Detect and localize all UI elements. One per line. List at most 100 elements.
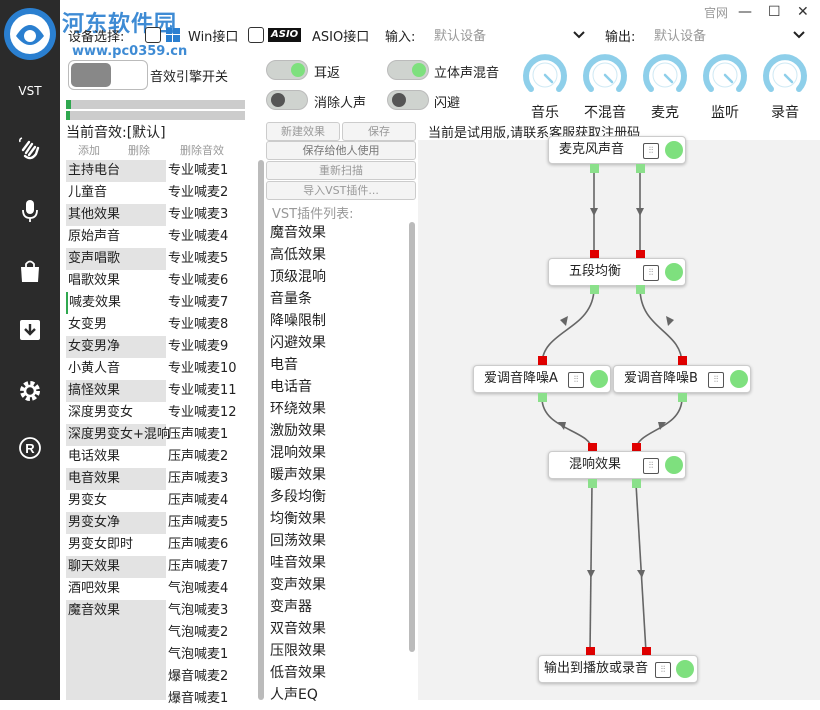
- sidebar-item-register[interactable]: R: [0, 436, 60, 464]
- effect-preset-item[interactable]: 其他效果: [66, 204, 166, 226]
- vst-plugin-item[interactable]: 均衡效果: [270, 511, 326, 527]
- vst-plugin-item[interactable]: 顶级混响: [270, 269, 326, 285]
- node-eq5-led[interactable]: [665, 263, 683, 281]
- node-reverb-out-port-2[interactable]: [632, 479, 641, 488]
- vst-plugin-item[interactable]: 低音效果: [270, 665, 326, 681]
- vst-plugin-item[interactable]: 哇音效果: [270, 555, 326, 571]
- vst-plugin-item[interactable]: 变声效果: [270, 577, 326, 593]
- volume-knob-2[interactable]: [642, 52, 688, 98]
- effect-preset-item[interactable]: 气泡喊麦3: [168, 603, 229, 618]
- effect-preset-item[interactable]: 深度男变女+混响: [66, 424, 170, 446]
- node-mic[interactable]: 麦克风声音 ⫶⫶: [548, 136, 686, 164]
- asio-interface-checkbox[interactable]: [248, 27, 264, 43]
- effect-preset-item[interactable]: 原始声音: [68, 229, 121, 244]
- vst-plugin-item[interactable]: 混响效果: [270, 445, 326, 461]
- effect-preset-item[interactable]: 压声喊麦5: [168, 515, 229, 530]
- node-eq5-out-port-1[interactable]: [590, 285, 599, 294]
- node-nrB-in-port[interactable]: [678, 356, 687, 365]
- node-reverb-out-port-1[interactable]: [588, 479, 597, 488]
- effect-preset-item[interactable]: 专业喊麦7: [168, 295, 229, 310]
- effect-preset-item[interactable]: 唱歌效果: [68, 273, 121, 288]
- vst-plugin-item[interactable]: 降噪限制: [270, 313, 326, 329]
- input-chevron-down-icon[interactable]: [572, 30, 586, 40]
- effect-preset-item[interactable]: 男变女即时: [68, 537, 134, 552]
- node-eq5-eq-icon[interactable]: ⫶⫶: [643, 265, 659, 281]
- add-effect-button[interactable]: 添加: [78, 144, 100, 157]
- vst-plugin-item[interactable]: 回荡效果: [270, 533, 326, 549]
- vst-plugin-item[interactable]: 人声EQ: [270, 687, 318, 703]
- vst-plugin-item[interactable]: 电话音: [270, 379, 312, 395]
- effect-preset-item[interactable]: 酒吧效果: [68, 581, 121, 596]
- effect-preset-item[interactable]: 压声喊麦7: [168, 559, 229, 574]
- effect-preset-item[interactable]: 气泡喊麦4: [168, 581, 229, 596]
- vst-list-scrollbar[interactable]: [409, 222, 415, 652]
- vst-plugin-item[interactable]: 压限效果: [270, 643, 326, 659]
- output-chevron-down-icon[interactable]: [792, 30, 806, 40]
- effect-preset-item[interactable]: 气泡喊麦2: [168, 625, 229, 640]
- effect-preset-item[interactable]: 变声唱歌: [66, 248, 166, 270]
- vst-plugin-item[interactable]: 魔音效果: [270, 225, 326, 241]
- effect-preset-item[interactable]: 女变男净: [66, 336, 166, 358]
- node-output[interactable]: 输出到播放或录音 ⫶⫶: [538, 655, 698, 683]
- effect-preset-item[interactable]: 深度男变女: [68, 405, 134, 420]
- effect-preset-item[interactable]: 专业喊麦6: [168, 273, 229, 288]
- effect-preset-item[interactable]: 压声喊麦4: [168, 493, 229, 508]
- node-eq5-out-port-2[interactable]: [636, 285, 645, 294]
- effect-preset-item[interactable]: 压声喊麦6: [168, 537, 229, 552]
- node-eq5-in-port-2[interactable]: [636, 250, 645, 259]
- effect-preset-item[interactable]: 专业喊麦8: [168, 317, 229, 332]
- volume-knob-3[interactable]: [702, 52, 748, 98]
- monitor-toggle[interactable]: [266, 60, 308, 80]
- effect-preset-item[interactable]: 搞怪效果: [66, 380, 166, 402]
- volume-knob-1[interactable]: [582, 52, 628, 98]
- node-nrB-eq-icon[interactable]: ⫶⫶: [708, 372, 724, 388]
- node-nrA-led[interactable]: [590, 370, 608, 388]
- effect-preset-item[interactable]: 爆音喊麦1: [168, 691, 229, 706]
- node-reverb-eq-icon[interactable]: ⫶⫶: [643, 458, 659, 474]
- effect-preset-item[interactable]: 小黄人音: [68, 361, 121, 376]
- node-nrA-in-port[interactable]: [538, 356, 547, 365]
- node-reverb-in-port-2[interactable]: [632, 443, 641, 452]
- node-eq5-in-port-1[interactable]: [590, 250, 599, 259]
- node-mic-out-port-2[interactable]: [636, 164, 645, 173]
- effect-preset-item[interactable]: 专业喊麦2: [168, 185, 229, 200]
- effect-preset-item[interactable]: 专业喊麦10: [168, 361, 237, 376]
- effect-preset-item[interactable]: 专业喊麦4: [168, 229, 229, 244]
- engine-switch-toggle[interactable]: [68, 60, 148, 90]
- effect-preset-item[interactable]: 电话效果: [68, 449, 121, 464]
- node-reverb-led[interactable]: [665, 456, 683, 474]
- vst-plugin-item[interactable]: 激励效果: [270, 423, 326, 439]
- ducking-toggle[interactable]: [387, 90, 429, 110]
- node-nrA-eq-icon[interactable]: ⫶⫶: [568, 372, 584, 388]
- volume-knob-4[interactable]: [762, 52, 808, 98]
- effect-preset-item[interactable]: 聊天效果: [66, 556, 166, 578]
- vst-plugin-item[interactable]: 高低效果: [270, 247, 326, 263]
- node-nrA-out-port[interactable]: [538, 393, 547, 402]
- minimize-button[interactable]: —: [738, 4, 752, 20]
- official-site-link[interactable]: 官网: [704, 6, 729, 20]
- sidebar-item-settings[interactable]: [0, 378, 60, 408]
- node-mic-led[interactable]: [665, 141, 683, 159]
- effect-preset-item[interactable]: 气泡喊麦1: [168, 647, 229, 662]
- share-effect-button[interactable]: 保存给他人使用: [266, 141, 416, 160]
- vocal-remove-toggle[interactable]: [266, 90, 308, 110]
- node-eq5[interactable]: 五段均衡 ⫶⫶: [548, 258, 686, 286]
- stereo-mix-toggle[interactable]: [387, 60, 429, 80]
- vst-plugin-item[interactable]: 暖声效果: [270, 467, 326, 483]
- effect-preset-item[interactable]: 女变男: [68, 317, 108, 332]
- effect-preset-item[interactable]: 爆音喊麦2: [168, 669, 229, 684]
- input-device-select[interactable]: 默认设备: [434, 29, 487, 44]
- sidebar-item-mic[interactable]: [0, 198, 60, 228]
- effect-preset-item[interactable]: 压声喊麦1: [168, 427, 229, 442]
- delete-effect-button[interactable]: 删除音效: [180, 144, 224, 157]
- maximize-button[interactable]: ☐: [768, 4, 781, 20]
- vst-plugin-item[interactable]: 环绕效果: [270, 401, 326, 417]
- effect-preset-item[interactable]: 电音效果: [66, 468, 166, 490]
- node-mic-out-port-1[interactable]: [590, 164, 599, 173]
- sidebar-item-effects[interactable]: [0, 136, 60, 166]
- sidebar-item-shop[interactable]: [0, 258, 60, 288]
- node-output-led[interactable]: [676, 660, 694, 678]
- vst-plugin-item[interactable]: 音量条: [270, 291, 312, 307]
- node-mic-eq-icon[interactable]: ⫶⫶: [643, 143, 659, 159]
- vst-plugin-item[interactable]: 变声器: [270, 599, 312, 615]
